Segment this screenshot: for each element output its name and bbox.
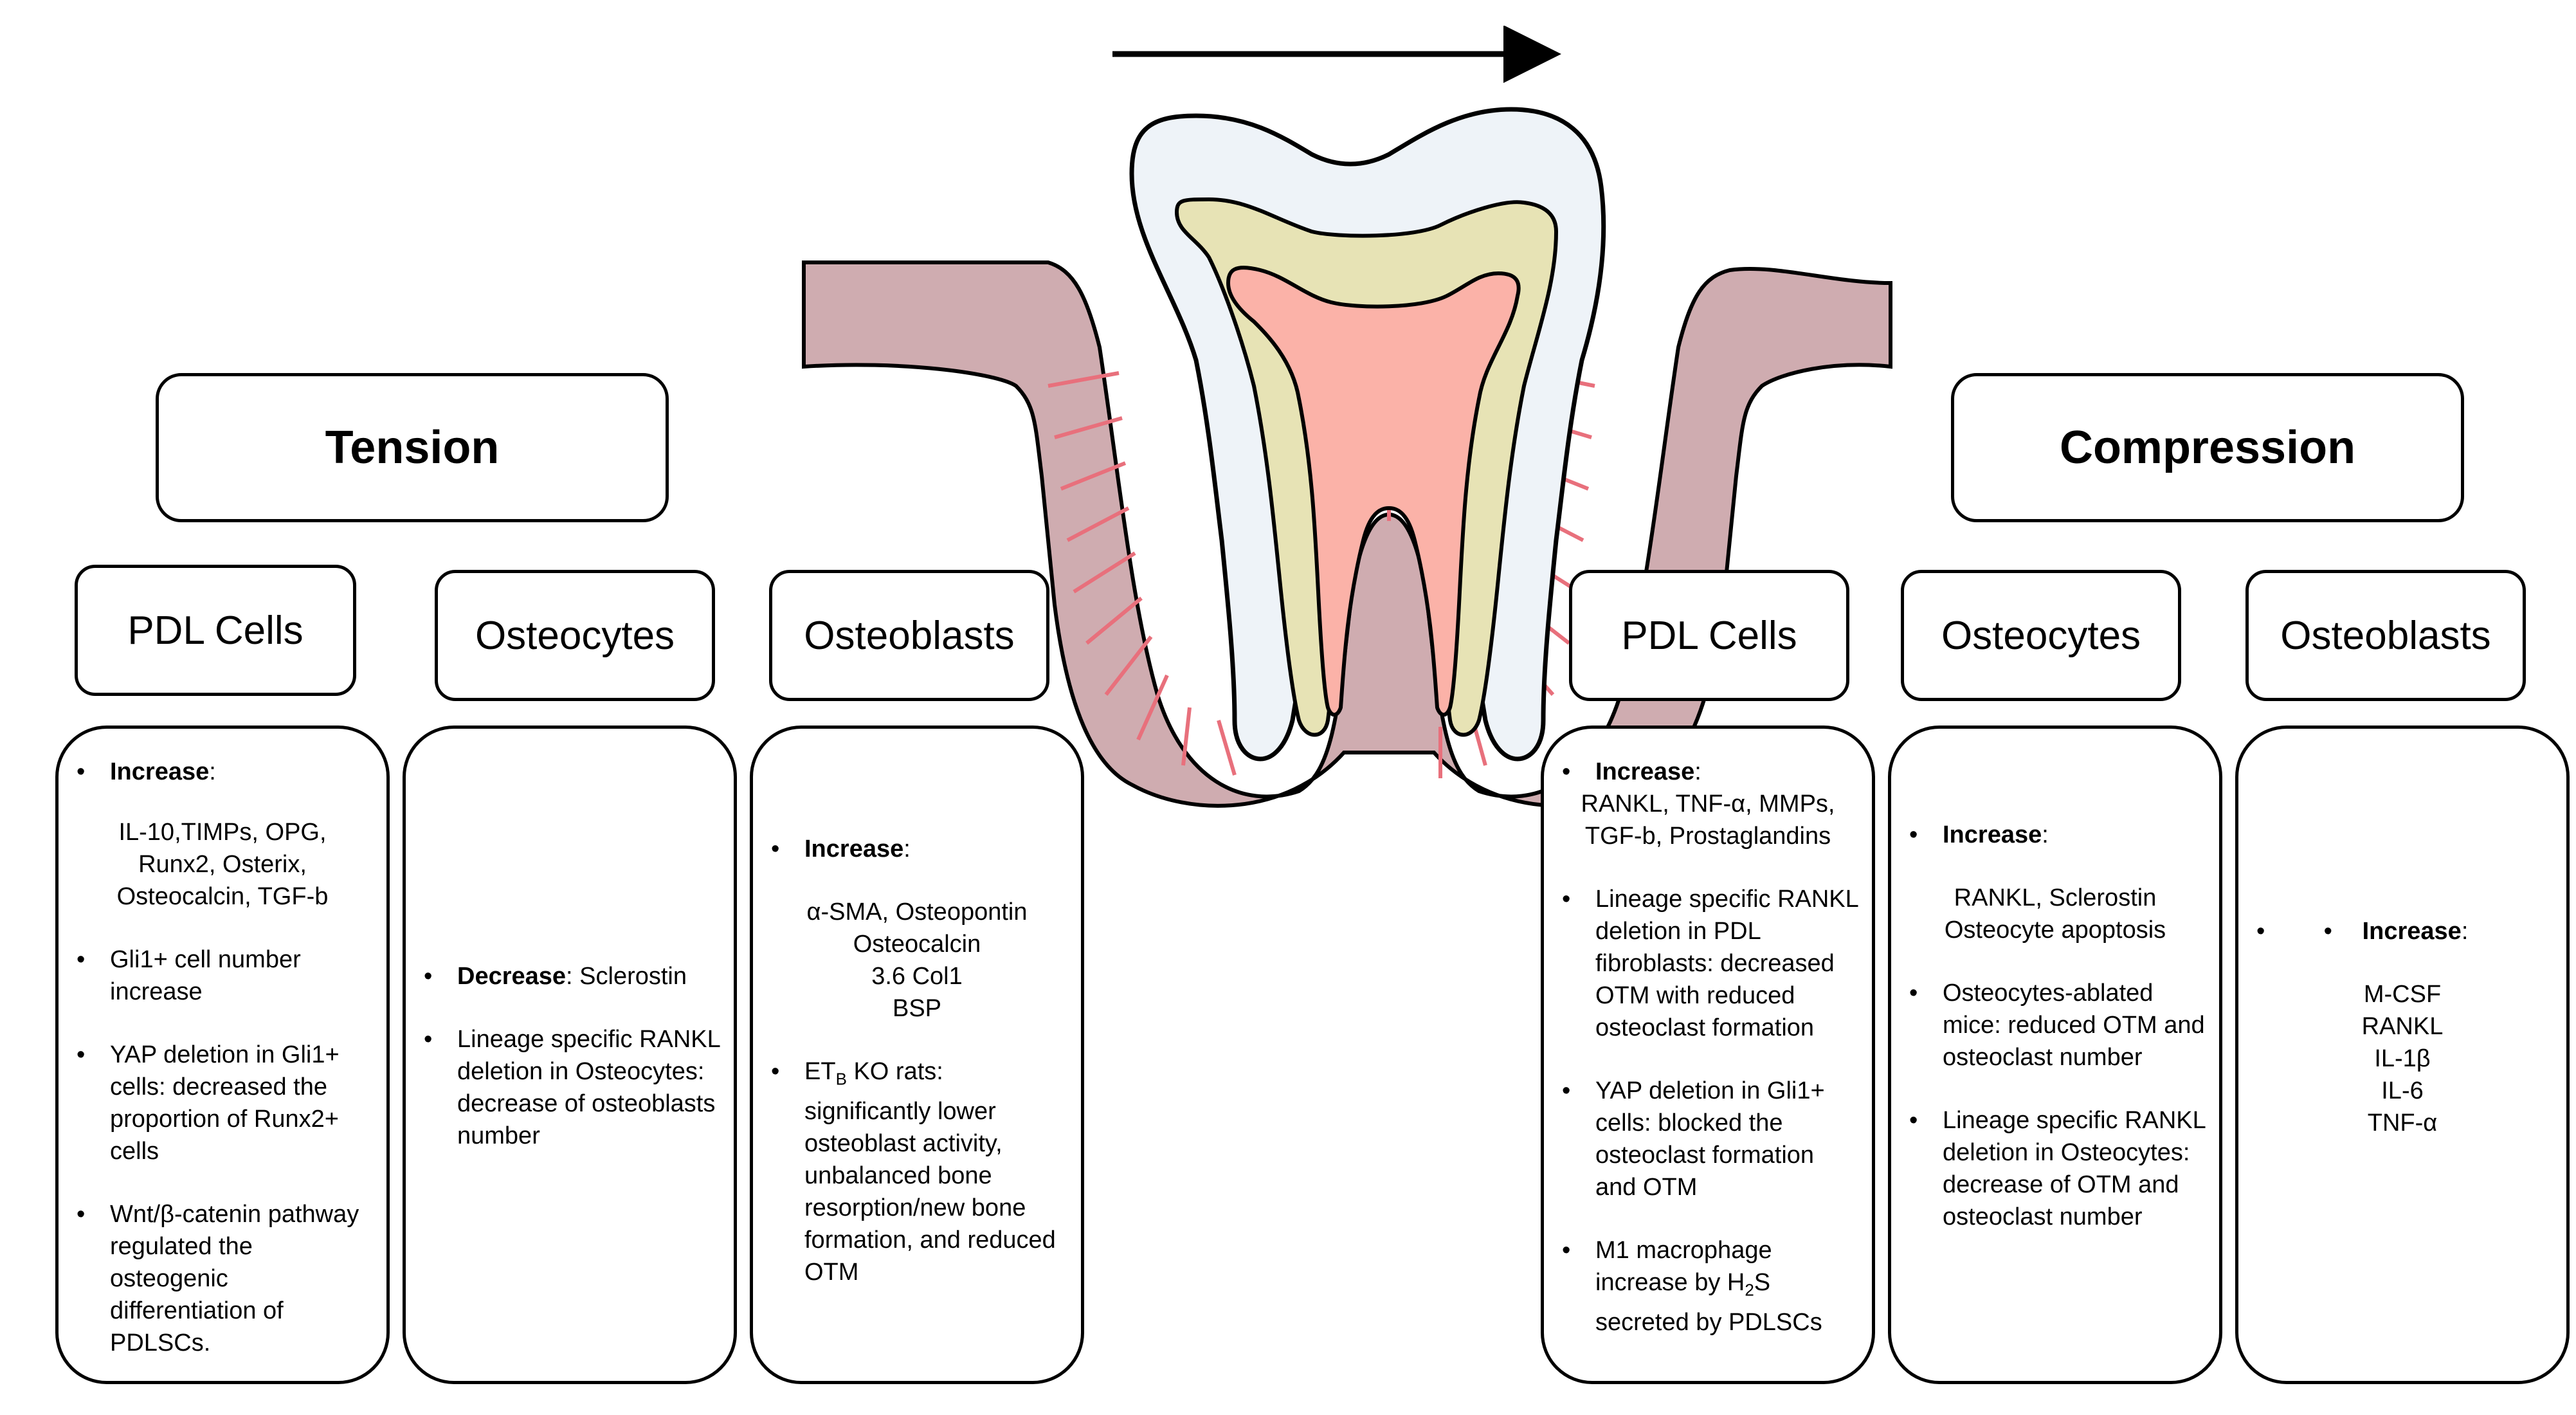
tension-osteocytes-label: Osteocytes bbox=[435, 570, 715, 701]
tension-title: Tension bbox=[325, 422, 500, 473]
compression-header: Compression bbox=[1951, 373, 2464, 522]
compression-pdl-increase-item-1: RANKL, TNF-α, MMPs, bbox=[1581, 790, 1835, 817]
compression-osteoblasts-panel: • Increase: M-CSF RANKL IL-1β IL-6 TNF-α bbox=[2235, 726, 2570, 1384]
compression-pdl-cells-label: PDL Cells bbox=[1569, 570, 1849, 701]
tension-osteoblasts-increase-item-3: 3.6 Col1 bbox=[871, 963, 963, 990]
tooth-pulp bbox=[1226, 266, 1521, 717]
tension-osteoblasts-increase-item: Increase: bbox=[753, 833, 1081, 865]
tension-pdl-increase-label: Increase bbox=[110, 758, 210, 785]
tension-pdl-increase-list: IL-10,TIMPs, OPG, Runx2, Osterix, Osteoc… bbox=[59, 816, 386, 913]
tension-osteoblasts-increase-item-2: Osteocalcin bbox=[853, 931, 981, 958]
tension-osteoblasts-increase-item-1: α-SMA, Osteopontin bbox=[806, 899, 1028, 926]
tension-pdl-bullet-1: Gli1+ cell number increase bbox=[59, 944, 386, 1008]
tension-pdl-increase-item: Increase: bbox=[59, 756, 386, 788]
compression-osteoblasts-increase-item-5: TNF-α bbox=[2367, 1109, 2438, 1137]
compression-pdl-increase-item-2: TGF-b, Prostaglandins bbox=[1584, 823, 1831, 850]
compression-osteoblasts-increase-item-3: IL-1β bbox=[2374, 1045, 2431, 1072]
tension-header: Tension bbox=[156, 373, 669, 522]
etb-text: KO rats: significantly lower osteoblast … bbox=[804, 1058, 1056, 1286]
tension-pdl-cells-label: PDL Cells bbox=[75, 565, 356, 696]
tension-osteocytes-panel: Decrease: Sclerostin Lineage specific RA… bbox=[403, 726, 737, 1384]
compression-osteocytes-bullet-1: Osteocytes-ablated mice: reduced OTM and… bbox=[1891, 977, 2219, 1073]
compression-pdl-cells-label-text: PDL Cells bbox=[1621, 613, 1797, 658]
compression-pdl-m1-item: M1 macrophage increase by H2S secreted b… bbox=[1544, 1234, 1872, 1338]
compression-title: Compression bbox=[2059, 422, 2356, 473]
tension-osteocytes-bullet-1: Lineage specific RANKL deletion in Osteo… bbox=[406, 1023, 734, 1152]
tension-osteoblasts-increase-list: α-SMA, Osteopontin Osteocalcin 3.6 Col1 … bbox=[753, 896, 1081, 1025]
tension-pdl-bullet-3: Wnt/β-catenin pathway regulated the oste… bbox=[59, 1198, 386, 1359]
compression-osteocytes-panel: Increase: RANKL, Sclerostin Osteocyte ap… bbox=[1888, 726, 2222, 1384]
compression-pdl-cells-panel: Increase: RANKL, TNF-α, MMPs, TGF-b, Pro… bbox=[1541, 726, 1875, 1384]
compression-osteocytes-label: Osteocytes bbox=[1901, 570, 2181, 701]
compression-pdl-bullet-2: YAP deletion in Gli1+ cells: blocked the… bbox=[1544, 1075, 1872, 1203]
m1-prefix: M1 macrophage increase by H bbox=[1595, 1237, 1772, 1296]
tension-pdl-cells-label-text: PDL Cells bbox=[127, 608, 304, 653]
compression-osteocytes-increase-item-2: Osteocyte apoptosis bbox=[1944, 917, 2166, 944]
bullet-marker: • bbox=[2323, 918, 2332, 945]
compression-osteocytes-increase-item: Increase: bbox=[1891, 819, 2219, 851]
compression-osteoblasts-label: Osteoblasts bbox=[2245, 570, 2526, 701]
tension-osteoblasts-increase-item-4: BSP bbox=[892, 995, 942, 1022]
compression-osteoblasts-label-text: Osteoblasts bbox=[2280, 613, 2491, 658]
tension-osteoblasts-panel: Increase: α-SMA, Osteopontin Osteocalcin… bbox=[750, 726, 1084, 1384]
compression-osteocytes-increase-list: RANKL, Sclerostin Osteocyte apoptosis bbox=[1891, 882, 2219, 946]
compression-osteoblasts-increase-item-4: IL-6 bbox=[2381, 1077, 2424, 1104]
tension-osteoblasts-etb-item: ETB KO rats: significantly lower osteobl… bbox=[753, 1055, 1081, 1288]
tension-osteocytes-decrease-text: : Sclerostin bbox=[566, 963, 687, 990]
tension-osteoblasts-label: Osteoblasts bbox=[769, 570, 1049, 701]
compression-pdl-increase-item: Increase: bbox=[1544, 756, 1872, 788]
compression-osteoblasts-increase-item-2: RANKL bbox=[2361, 1013, 2444, 1040]
tension-osteoblasts-label-text: Osteoblasts bbox=[804, 613, 1015, 658]
tension-pdl-increase-item-2: Runx2, Osterix, bbox=[138, 851, 307, 878]
tension-osteoblasts-increase-label: Increase bbox=[804, 835, 904, 863]
compression-pdl-bullet-1: Lineage specific RANKL deletion in PDL f… bbox=[1544, 883, 1872, 1044]
tension-pdl-increase-item-1: IL-10,TIMPs, OPG, bbox=[118, 819, 327, 846]
compression-osteocytes-label-text: Osteocytes bbox=[1941, 613, 2141, 658]
compression-osteoblasts-increase-label: Increase bbox=[2362, 918, 2462, 945]
compression-osteoblasts-increase-item: • Increase: bbox=[2238, 915, 2566, 947]
tension-osteocytes-label-text: Osteocytes bbox=[475, 613, 675, 658]
compression-pdl-increase-list: RANKL, TNF-α, MMPs, TGF-b, Prostaglandin… bbox=[1544, 788, 1872, 852]
compression-osteoblasts-increase-item-1: M-CSF bbox=[2363, 981, 2442, 1008]
alveolar-bone bbox=[802, 260, 1892, 808]
m1-subscript: 2 bbox=[1745, 1280, 1754, 1300]
compression-osteocytes-bullet-2: Lineage specific RANKL deletion in Osteo… bbox=[1891, 1104, 2219, 1233]
tension-osteocytes-decrease-label: Decrease bbox=[457, 963, 567, 990]
tooth-diagram bbox=[802, 26, 1892, 808]
compression-pdl-increase-label: Increase bbox=[1595, 758, 1695, 785]
etb-prefix: ET bbox=[804, 1058, 836, 1085]
tension-osteocytes-decrease-item: Decrease: Sclerostin bbox=[406, 960, 734, 992]
compression-osteoblasts-increase-list: M-CSF RANKL IL-1β IL-6 TNF-α bbox=[2238, 978, 2566, 1139]
compression-osteocytes-increase-label: Increase bbox=[1943, 821, 2042, 848]
tension-pdl-bullet-2: YAP deletion in Gli1+ cells: decreased t… bbox=[59, 1039, 386, 1167]
tension-pdl-increase-item-3: Osteocalcin, TGF-b bbox=[116, 883, 329, 910]
etb-subscript: B bbox=[835, 1069, 847, 1089]
m1-suffix: S secreted by PDLSCs bbox=[1595, 1269, 1822, 1336]
compression-osteocytes-increase-item-1: RANKL, Sclerostin bbox=[1954, 884, 2157, 911]
tension-pdl-cells-panel: Increase: IL-10,TIMPs, OPG, Runx2, Oster… bbox=[55, 726, 390, 1384]
